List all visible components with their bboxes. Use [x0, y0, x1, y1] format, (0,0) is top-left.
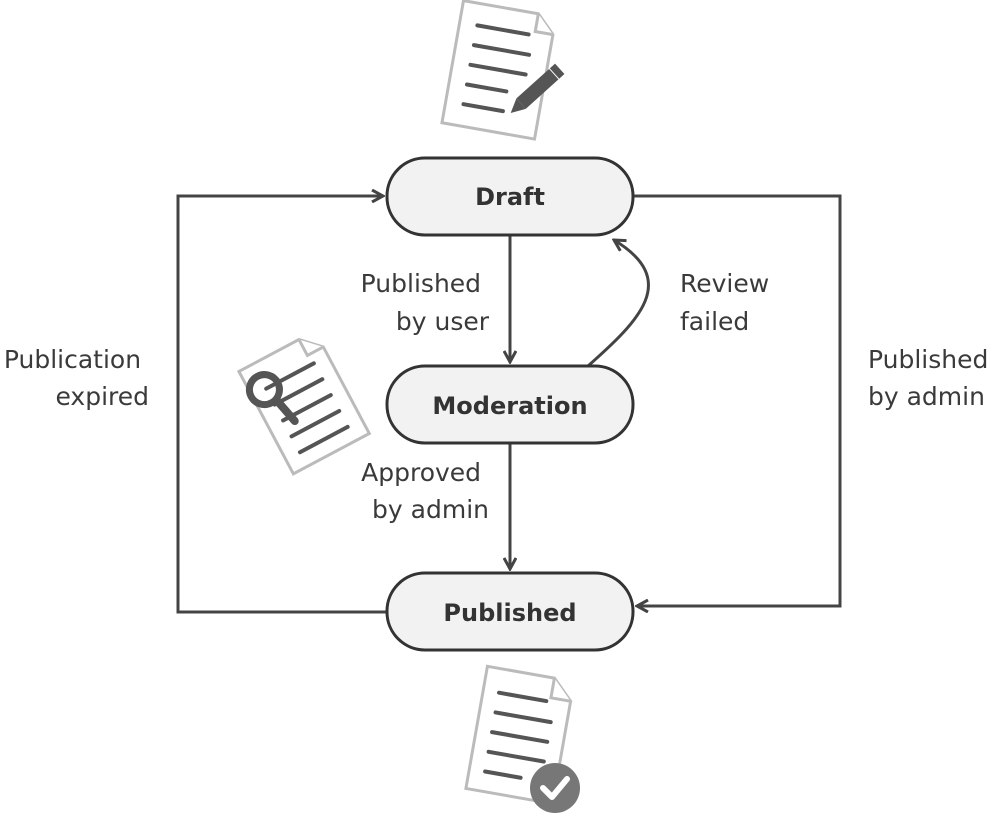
state-draft-label: Draft [475, 183, 545, 211]
label-approved-by-admin: Approved by admin [361, 458, 489, 524]
edge-published-to-draft [176, 196, 387, 614]
document-magnifier-icon [236, 337, 372, 476]
label-published-by-admin: Published by admin [868, 345, 996, 411]
state-published[interactable]: Published [385, 571, 635, 652]
check-circle-icon [530, 763, 580, 813]
label-publication-expired: Publication expired [4, 345, 149, 411]
label-review-failed: Review failed [680, 269, 777, 336]
state-published-label: Published [443, 599, 576, 627]
edge-draft-to-published [633, 194, 842, 606]
state-draft[interactable]: Draft [385, 156, 635, 237]
state-moderation-label: Moderation [432, 392, 587, 420]
edge-moderation-to-draft [587, 240, 650, 368]
document-pencil-icon [440, 0, 565, 141]
label-published-by-user: Published by user [361, 269, 490, 336]
state-moderation[interactable]: Moderation [385, 364, 635, 445]
